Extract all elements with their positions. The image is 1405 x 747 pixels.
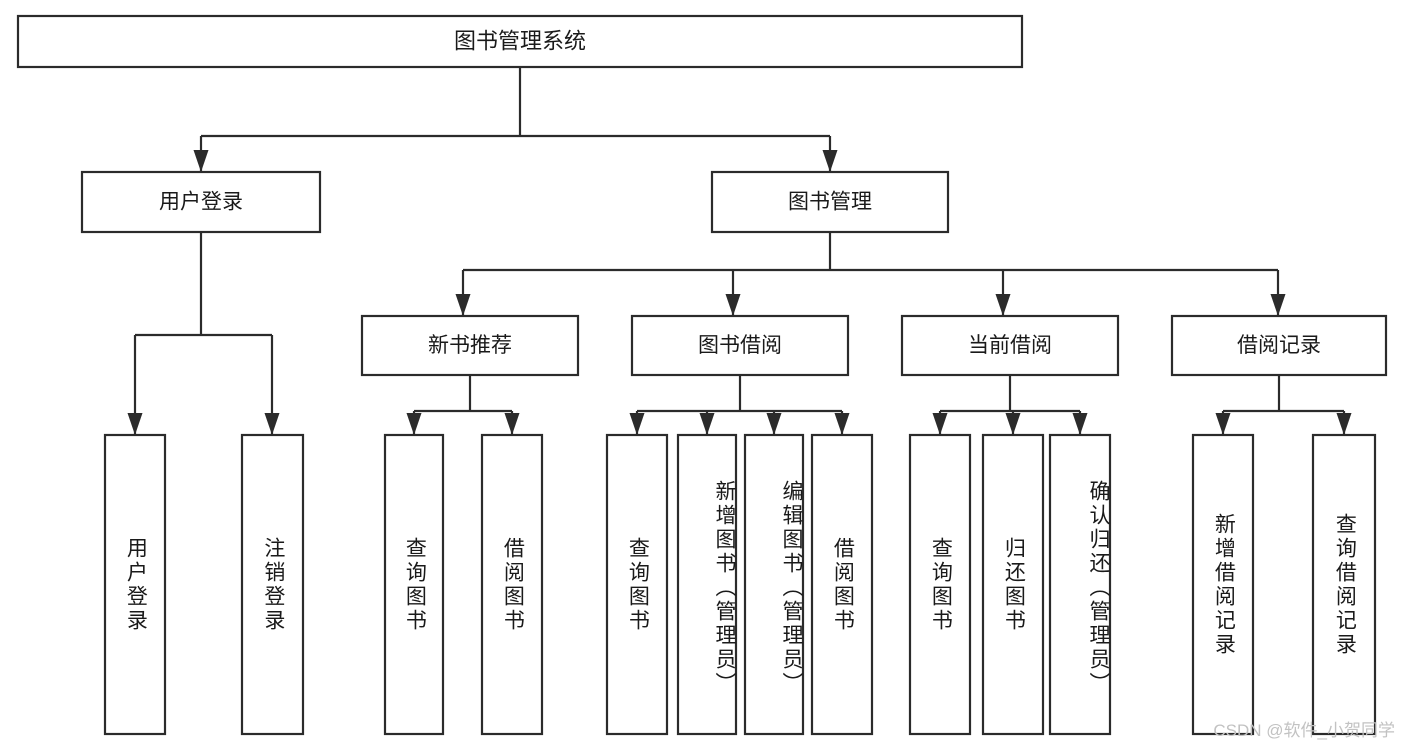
conn-userlogin-to-leaves-arrow-0: [127, 413, 143, 435]
node-box-root[interactable]: [16, 14, 1024, 69]
node-label-user-login: 用户登录: [159, 191, 243, 214]
leaf-box-leaf-borrow-book-new[interactable]: [480, 433, 544, 736]
conn-root-to-level2-arrow-1: [822, 150, 838, 172]
node-box-user-login[interactable]: [80, 170, 322, 234]
leaf-box-leaf-user-login[interactable]: [103, 433, 167, 736]
node-label-book-borrow: 图书借阅: [698, 334, 782, 357]
leaf-box-leaf-query-book-borrow[interactable]: [605, 433, 669, 736]
node-box-layer: [16, 14, 1388, 736]
leaf-box-leaf-return-book[interactable]: [981, 433, 1045, 736]
node-label-borrow-record: 借阅记录: [1237, 334, 1321, 357]
connector-layer: [127, 67, 1352, 435]
conn-bookmgmt-to-level3-arrow-2: [995, 294, 1011, 316]
node-box-book-management[interactable]: [710, 170, 950, 234]
conn-bookmgmt-to-level3-arrow-3: [1270, 294, 1286, 316]
conn-bookborrow-to-leaves-arrow-0: [629, 413, 645, 435]
node-box-current-borrow[interactable]: [900, 314, 1120, 377]
leaf-box-leaf-borrow-book[interactable]: [810, 433, 874, 736]
node-box-book-borrow[interactable]: [630, 314, 850, 377]
leaf-box-leaf-edit-book[interactable]: [743, 433, 805, 736]
conn-root-to-level2: [199, 67, 832, 171]
conn-bookborrow-to-leaves-arrow-2: [766, 413, 782, 435]
conn-bookmgmt-to-level3-arrow-0: [455, 294, 471, 316]
leaf-box-leaf-add-book[interactable]: [676, 433, 738, 736]
watermark-text: CSDN @软件_小贺同学: [1213, 721, 1395, 740]
leaf-box-leaf-logout[interactable]: [240, 433, 305, 736]
conn-root-to-level2-arrow-0: [193, 150, 209, 172]
node-label-book-management: 图书管理: [788, 191, 872, 214]
conn-newbook-to-leaves-arrow-0: [406, 413, 422, 435]
conn-bookmgmt-to-level3-arrow-1: [725, 294, 741, 316]
conn-currentborrow-to-leaves-arrow-1: [1005, 413, 1021, 435]
conn-userlogin-to-leaves-arrow-1: [264, 413, 280, 435]
conn-borrowrecord-to-leaves-arrow-0: [1215, 413, 1231, 435]
conn-currentborrow-to-leaves-arrow-0: [932, 413, 948, 435]
conn-newbook-to-leaves: [412, 375, 514, 434]
node-box-new-book-recommend[interactable]: [360, 314, 580, 377]
conn-bookborrow-to-leaves-arrow-3: [834, 413, 850, 435]
conn-currentborrow-to-leaves-arrow-2: [1072, 413, 1088, 435]
conn-userlogin-to-leaves: [133, 232, 274, 434]
leaf-box-leaf-query-book-current[interactable]: [908, 433, 972, 736]
leaf-box-leaf-query-book-new[interactable]: [383, 433, 445, 736]
node-label-root: 图书管理系统: [454, 28, 586, 53]
conn-bookborrow-to-leaves: [635, 375, 844, 434]
leaf-box-leaf-query-borrow-record[interactable]: [1311, 433, 1377, 736]
conn-newbook-to-leaves-arrow-1: [504, 413, 520, 435]
node-label-current-borrow: 当前借阅: [968, 334, 1052, 357]
conn-borrowrecord-to-leaves: [1221, 375, 1346, 434]
conn-borrowrecord-to-leaves-arrow-1: [1336, 413, 1352, 435]
node-box-borrow-record[interactable]: [1170, 314, 1388, 377]
leaf-box-leaf-confirm-return[interactable]: [1048, 433, 1112, 736]
conn-bookborrow-to-leaves-arrow-1: [699, 413, 715, 435]
node-label-new-book-recommend: 新书推荐: [428, 334, 512, 357]
leaf-box-leaf-add-borrow-record[interactable]: [1191, 433, 1255, 736]
conn-bookmgmt-to-level3: [461, 232, 1280, 315]
